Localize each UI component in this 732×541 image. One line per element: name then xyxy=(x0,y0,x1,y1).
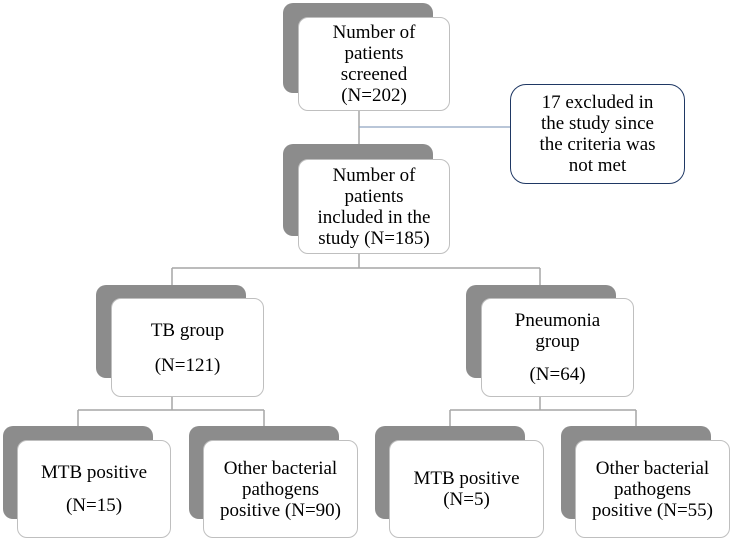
tb-mtb-positive-box: MTB positive (N=15) xyxy=(17,440,171,538)
tb-group-line-3: (N=121) xyxy=(154,354,221,376)
pneumonia-mtb-positive-line-2: (N=5) xyxy=(443,489,490,510)
pneumonia-mtb-positive-box: MTB positive (N=5) xyxy=(389,440,544,538)
tb-group-box: TB group (N=121) xyxy=(111,298,264,397)
excluded-line-1: 17 excluded in xyxy=(541,92,654,113)
pneumonia-group-box: Pneumonia group (N=64) xyxy=(481,298,634,397)
tb-mtb-positive-line-3: (N=15) xyxy=(65,495,123,516)
tb-other-bacterial-line-3: positive (N=90) xyxy=(219,499,341,521)
included-line-3: included in the xyxy=(317,206,431,228)
screened-line-3: screened xyxy=(340,64,408,85)
tb-other-bacterial-line-1: Other bacterial xyxy=(223,457,338,479)
included-line-1: Number of xyxy=(332,164,416,186)
pneumonia-other-bacterial-line-1: Other bacterial xyxy=(595,457,710,479)
tb-mtb-positive-line-1: MTB positive xyxy=(40,462,148,483)
pneumonia-group-line-2: group xyxy=(535,331,580,352)
pneumonia-other-bacterial-line-3: positive (N=55) xyxy=(591,499,713,521)
pneumonia-other-bacterial-box: Other bacterial pathogens positive (N=55… xyxy=(575,440,730,538)
screened-line-4: (N=202) xyxy=(341,85,407,106)
included-box: Number of patients included in the study… xyxy=(298,159,450,254)
tb-other-bacterial-line-2: pathogens xyxy=(241,478,320,500)
included-line-4: study (N=185) xyxy=(318,227,430,249)
tb-other-bacterial-box: Other bacterial pathogens positive (N=90… xyxy=(203,440,358,538)
pneumonia-other-bacterial-line-2: pathogens xyxy=(613,478,692,500)
screened-line-1: Number of xyxy=(332,22,416,43)
screened-box: Number of patients screened (N=202) xyxy=(298,17,450,111)
excluded-line-2: the study since xyxy=(541,113,654,134)
excluded-note: 17 excluded in the study since the crite… xyxy=(510,84,685,184)
pneumonia-group-line-1: Pneumonia xyxy=(514,310,601,331)
pneumonia-group-line-4: (N=64) xyxy=(529,364,586,385)
pneumonia-mtb-positive-line-1: MTB positive xyxy=(413,468,520,489)
screened-line-2: patients xyxy=(344,43,404,64)
excluded-line-4: not met xyxy=(568,155,627,176)
included-line-2: patients xyxy=(344,185,404,207)
excluded-line-3: the criteria was xyxy=(539,134,656,155)
tb-group-line-1: TB group xyxy=(150,319,225,341)
